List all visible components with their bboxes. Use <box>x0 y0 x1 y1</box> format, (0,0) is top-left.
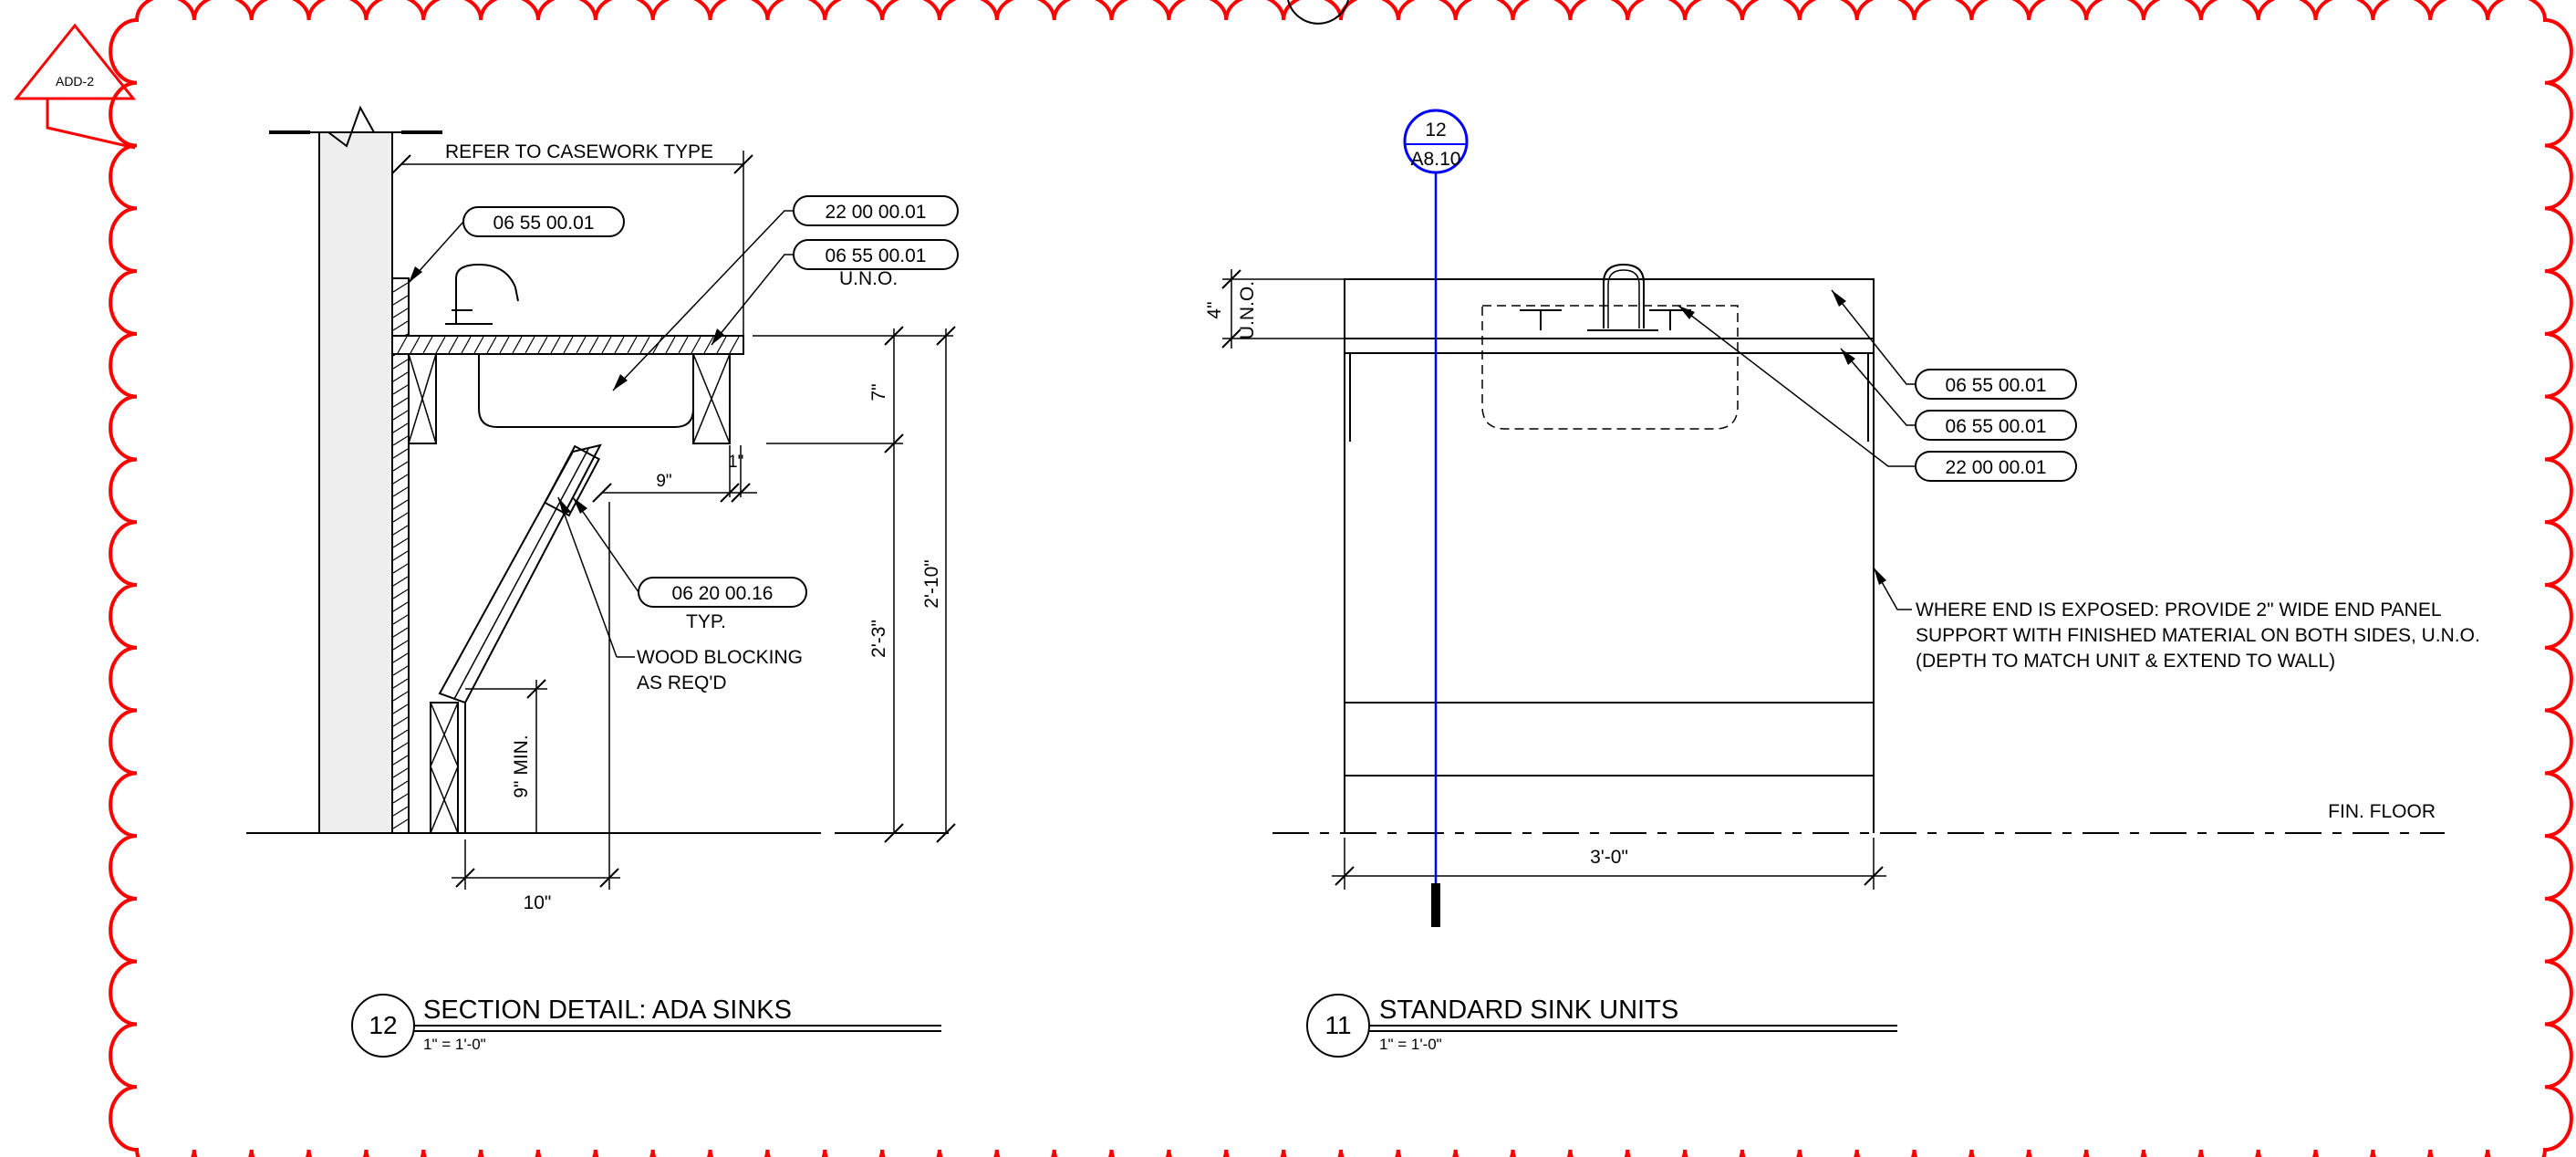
dim-apron: 7" <box>868 383 889 401</box>
detail-11-elevation: FIN. FLOOR 3'-0" 4" U.N.O. 06 55 00.01 0… <box>1204 263 2480 1058</box>
detail-11-scale: 1" = 1'-0" <box>1379 1036 1442 1053</box>
tag-06-55-00-01-c[interactable]: 06 55 00.01 <box>1915 369 2077 400</box>
detail-12-number: 12 <box>369 1011 397 1039</box>
detail-11-number: 11 <box>1324 1011 1351 1039</box>
section-cut-line[interactable] <box>1431 172 1440 927</box>
note-end-panel-line3: (DEPTH TO MATCH UNIT & EXTEND TO WALL) <box>1916 651 2335 672</box>
note-wood-blocking-line1: WOOD BLOCKING <box>637 647 803 668</box>
section-marker-sheet: A8.10 <box>1411 149 1461 170</box>
dim-backsplash-note: U.N.O. <box>1237 281 1258 339</box>
dim-clear-height: 2'-3" <box>868 620 889 658</box>
revision-tag-label: ADD-2 <box>56 74 94 89</box>
faucet <box>455 263 519 324</box>
detail-11-title-block[interactable]: 11 STANDARD SINK UNITS 1" = 1'-0" <box>1306 994 1897 1058</box>
detail-12-section: REFER TO CASEWORK TYPE 7" 2'-3" 2'-10" 1… <box>246 105 959 1058</box>
revision-tag[interactable]: ADD-2 <box>13 23 137 150</box>
section-marker-number: 12 <box>1425 120 1446 141</box>
floor-label: FIN. FLOOR <box>2328 801 2436 822</box>
tag-06-20-00-16[interactable]: 06 20 00.16 <box>638 577 807 608</box>
tag-06-20-00-16-label: 06 20 00.16 <box>672 583 774 604</box>
tag-22-00-00-01-a-label: 22 00 00.01 <box>826 202 927 223</box>
dim-width: 3'-0" <box>1590 847 1628 868</box>
note-refer-casework: REFER TO CASEWORK TYPE <box>445 141 713 162</box>
note-wood-blocking-line2: AS REQ'D <box>637 672 727 693</box>
tag-22-00-00-01-b-label: 22 00 00.01 <box>1946 457 2047 478</box>
revision-cloud <box>109 0 2573 1157</box>
note-end-panel-line2: SUPPORT WITH FINISHED MATERIAL ON BOTH S… <box>1916 625 2480 646</box>
dim-backsplash: 4" <box>1204 301 1225 318</box>
tag-22-00-00-01-a[interactable]: 22 00 00.01 <box>793 195 959 226</box>
dim-recess: 9" <box>656 472 671 491</box>
tag-06-55-00-01-b-label: 06 55 00.01 <box>826 245 927 266</box>
tag-22-00-00-01-b[interactable]: 22 00 00.01 <box>1915 451 2077 482</box>
tag-note-uno: U.N.O. <box>839 268 898 289</box>
dim-knee-min: 9" MIN. <box>511 735 532 797</box>
tag-06-55-00-01-a-label: 06 55 00.01 <box>493 213 595 234</box>
tag-06-55-00-01-c-label: 06 55 00.01 <box>1946 375 2047 396</box>
dim-counter-height: 2'-10" <box>921 559 942 609</box>
countertop-edge <box>1344 338 1875 354</box>
faucet-elevation <box>1603 263 1645 328</box>
sink-bowl <box>478 354 694 428</box>
detail-12-title-block[interactable]: 12 SECTION DETAIL: ADA SINKS 1" = 1'-0" <box>351 994 941 1058</box>
dim-knee-depth: 10" <box>524 892 552 913</box>
section-marker[interactable]: 12 A8.10 <box>1403 109 1469 174</box>
note-end-panel-line1: WHERE END IS EXPOSED: PROVIDE 2" WIDE EN… <box>1916 599 2442 620</box>
wall-break-symbol <box>274 105 442 148</box>
dim-toe: 1" <box>728 453 743 472</box>
detail-12-title: SECTION DETAIL: ADA SINKS <box>423 995 792 1025</box>
tag-06-55-00-01-d[interactable]: 06 55 00.01 <box>1915 410 2077 441</box>
detail-12-scale: 1" = 1'-0" <box>423 1036 486 1053</box>
tag-06-55-00-01-a[interactable]: 06 55 00.01 <box>462 206 625 237</box>
tag-note-typ: TYP. <box>686 611 726 632</box>
diagonal-support <box>438 443 602 704</box>
tag-06-55-00-01-d-label: 06 55 00.01 <box>1946 416 2047 437</box>
wall <box>318 131 393 834</box>
tag-06-55-00-01-b[interactable]: 06 55 00.01 <box>793 239 959 270</box>
hidden-sink-outline <box>1481 305 1739 430</box>
detail-11-title: STANDARD SINK UNITS <box>1379 995 1678 1025</box>
cropped-marker-circle <box>1287 0 1349 25</box>
